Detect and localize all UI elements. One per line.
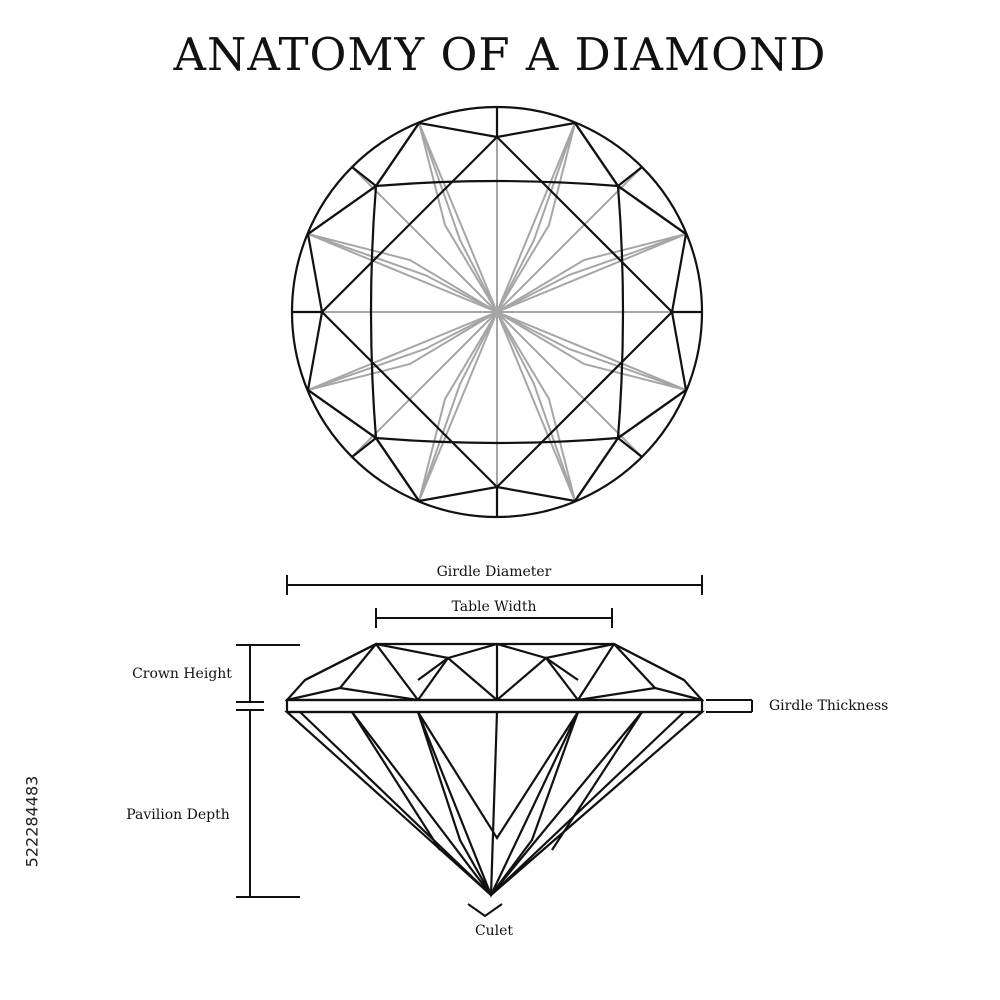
label-table-width: Table Width [452,599,537,615]
pavilion-outline [284,710,705,897]
label-pavilion-depth: Pavilion Depth [126,807,230,823]
label-girdle-thickness: Girdle Thickness [769,698,888,714]
stock-id-text: 522284483 [22,775,42,868]
girdle-band [285,698,704,714]
label-crown-height: Crown Height [132,666,232,682]
top-view-diamond [290,105,704,519]
label-culet: Culet [475,923,513,939]
crown-facet-lines [290,105,704,519]
diagram-title: ANATOMY OF A DIAMOND [173,28,827,81]
pavilion-facet-lines [292,107,702,517]
label-girdle-diameter: Girdle Diameter [437,564,552,580]
measurement-lines [236,575,753,918]
side-view-diamond [284,642,705,898]
